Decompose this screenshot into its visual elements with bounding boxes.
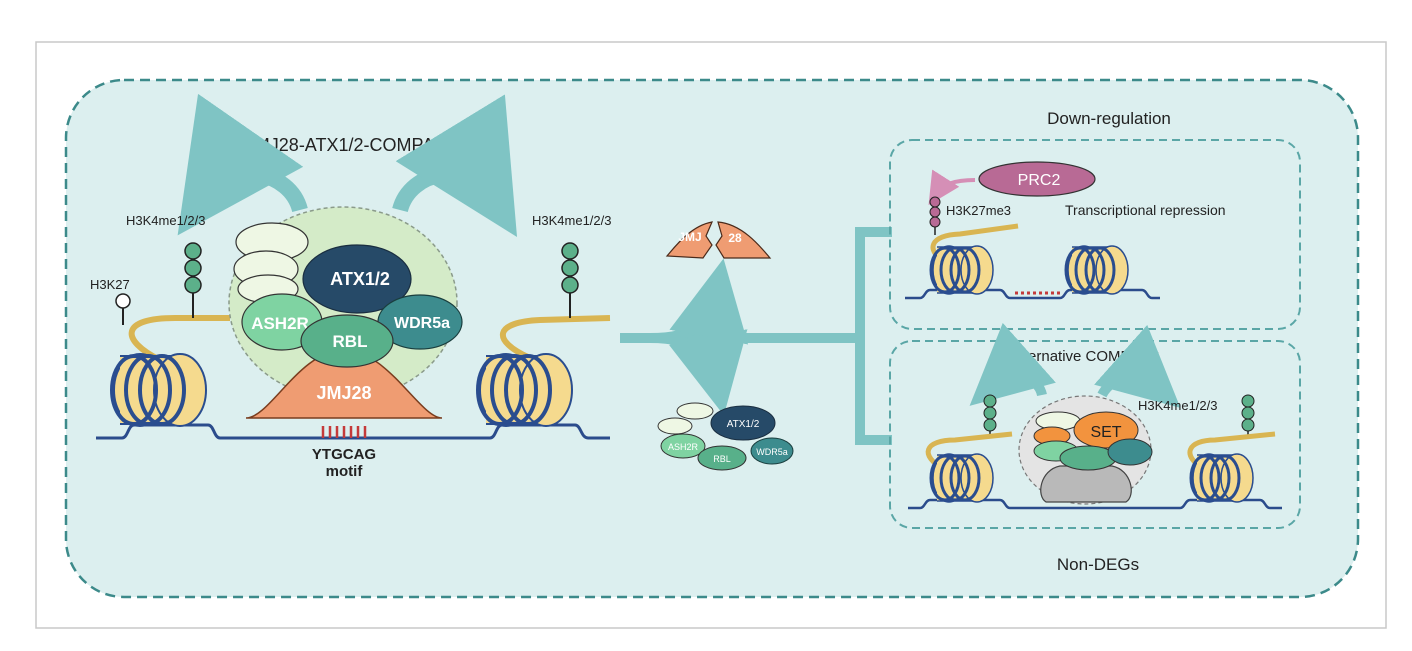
heading-down-regulation: Down-regulation <box>1047 109 1171 128</box>
arrow-right-curve <box>392 94 518 237</box>
methyl-ball <box>561 259 579 277</box>
small-pale-1 <box>676 402 714 420</box>
label-transcriptional-repression: Transcriptional repression <box>1065 202 1226 218</box>
nucleosome-left <box>110 352 208 428</box>
rbl-subunit <box>300 314 394 368</box>
methyl-ball-pink <box>929 216 941 228</box>
methyl-ball <box>983 418 997 432</box>
small-wdr5a-label: WDR5a <box>756 447 788 457</box>
left-title: JMJ28-ATX1/2-COMPASS <box>246 135 458 155</box>
jmj28-label: JMJ28 <box>316 383 371 403</box>
nucleosome-bottom-left <box>929 452 995 504</box>
methyl-ball <box>1241 406 1255 420</box>
motif-marks <box>321 426 367 438</box>
wdr5a-label: WDR5a <box>394 315 450 332</box>
jmj-fragment-right <box>715 221 772 259</box>
small-pale-2 <box>657 417 693 435</box>
jmj-fragment-left <box>665 221 713 259</box>
ash2r-label: ASH2R <box>251 314 309 333</box>
label-h3k4me-right: H3K4me1/2/3 <box>532 213 612 228</box>
prc2-arrow <box>928 169 976 206</box>
alternative-compass-title: Alternative COMPASS <box>1011 348 1160 365</box>
methyl-ball <box>983 406 997 420</box>
prc2-complex <box>978 161 1096 197</box>
prc2-label: PRC2 <box>1018 172 1061 189</box>
down-regulation-box <box>889 139 1301 330</box>
label-h3k4me-alt: H3K4me1/2/3 <box>1138 398 1218 413</box>
methyl-ball <box>561 242 579 260</box>
alt-green-2 <box>1059 445 1117 471</box>
methyl-ball <box>184 276 202 294</box>
small-rbl-label: RBL <box>713 454 731 464</box>
methyl-ball <box>983 394 997 408</box>
methyl-ball-pink <box>929 196 941 208</box>
rbl-label: RBL <box>333 332 368 351</box>
histone-tail-left <box>128 315 230 363</box>
methyl-ball <box>1241 394 1255 408</box>
nucleosome-bottom-right <box>1189 452 1255 504</box>
set-label: SET <box>1090 424 1121 441</box>
methyl-ball <box>184 242 202 260</box>
nucleosome-right <box>476 352 574 428</box>
alt-grey-binder <box>1040 465 1132 503</box>
label-h3k27: H3K27 <box>90 277 130 292</box>
dna-strand-bottom <box>908 498 1282 510</box>
arrow-left-curve <box>177 93 308 236</box>
histone-tail-right <box>499 315 611 361</box>
jmj-fragment-label-right: 28 <box>728 231 742 245</box>
footer-non-degs: Non-DEGs <box>1057 555 1139 574</box>
h3k27-circle <box>115 293 131 309</box>
alt-arrow-right <box>1094 324 1181 408</box>
dna-strand-left <box>96 423 610 440</box>
alt-arrow-left <box>969 322 1056 406</box>
methyl-ball <box>561 276 579 294</box>
methyl-ball <box>184 259 202 277</box>
motif-sequence: YTGCAG <box>312 446 376 463</box>
motif-label: motif <box>326 463 364 480</box>
arrow-down-split <box>649 329 748 416</box>
methyl-ball <box>1241 418 1255 432</box>
atx12-label: ATX1/2 <box>330 269 390 289</box>
jmj-fragment-label-left: JMJ <box>678 230 701 244</box>
nucleosome-top-right <box>1064 244 1130 296</box>
small-wdr5a <box>750 437 794 465</box>
set-subunit <box>1073 411 1139 449</box>
alt-teal <box>1107 438 1153 466</box>
nucleosome-top-left <box>929 244 995 296</box>
small-ash2r <box>660 433 706 459</box>
small-atx12-label: ATX1/2 <box>727 419 760 430</box>
label-h3k27me3: H3K27me3 <box>946 203 1011 218</box>
atx12-subunit <box>302 244 412 314</box>
small-rbl <box>697 445 747 471</box>
dna-strand-top <box>905 288 1160 300</box>
methyl-ball-pink <box>929 206 941 218</box>
label-h3k4me-left: H3K4me1/2/3 <box>126 213 206 228</box>
small-ash2r-label: ASH2R <box>668 442 699 452</box>
small-atx12 <box>710 405 776 441</box>
